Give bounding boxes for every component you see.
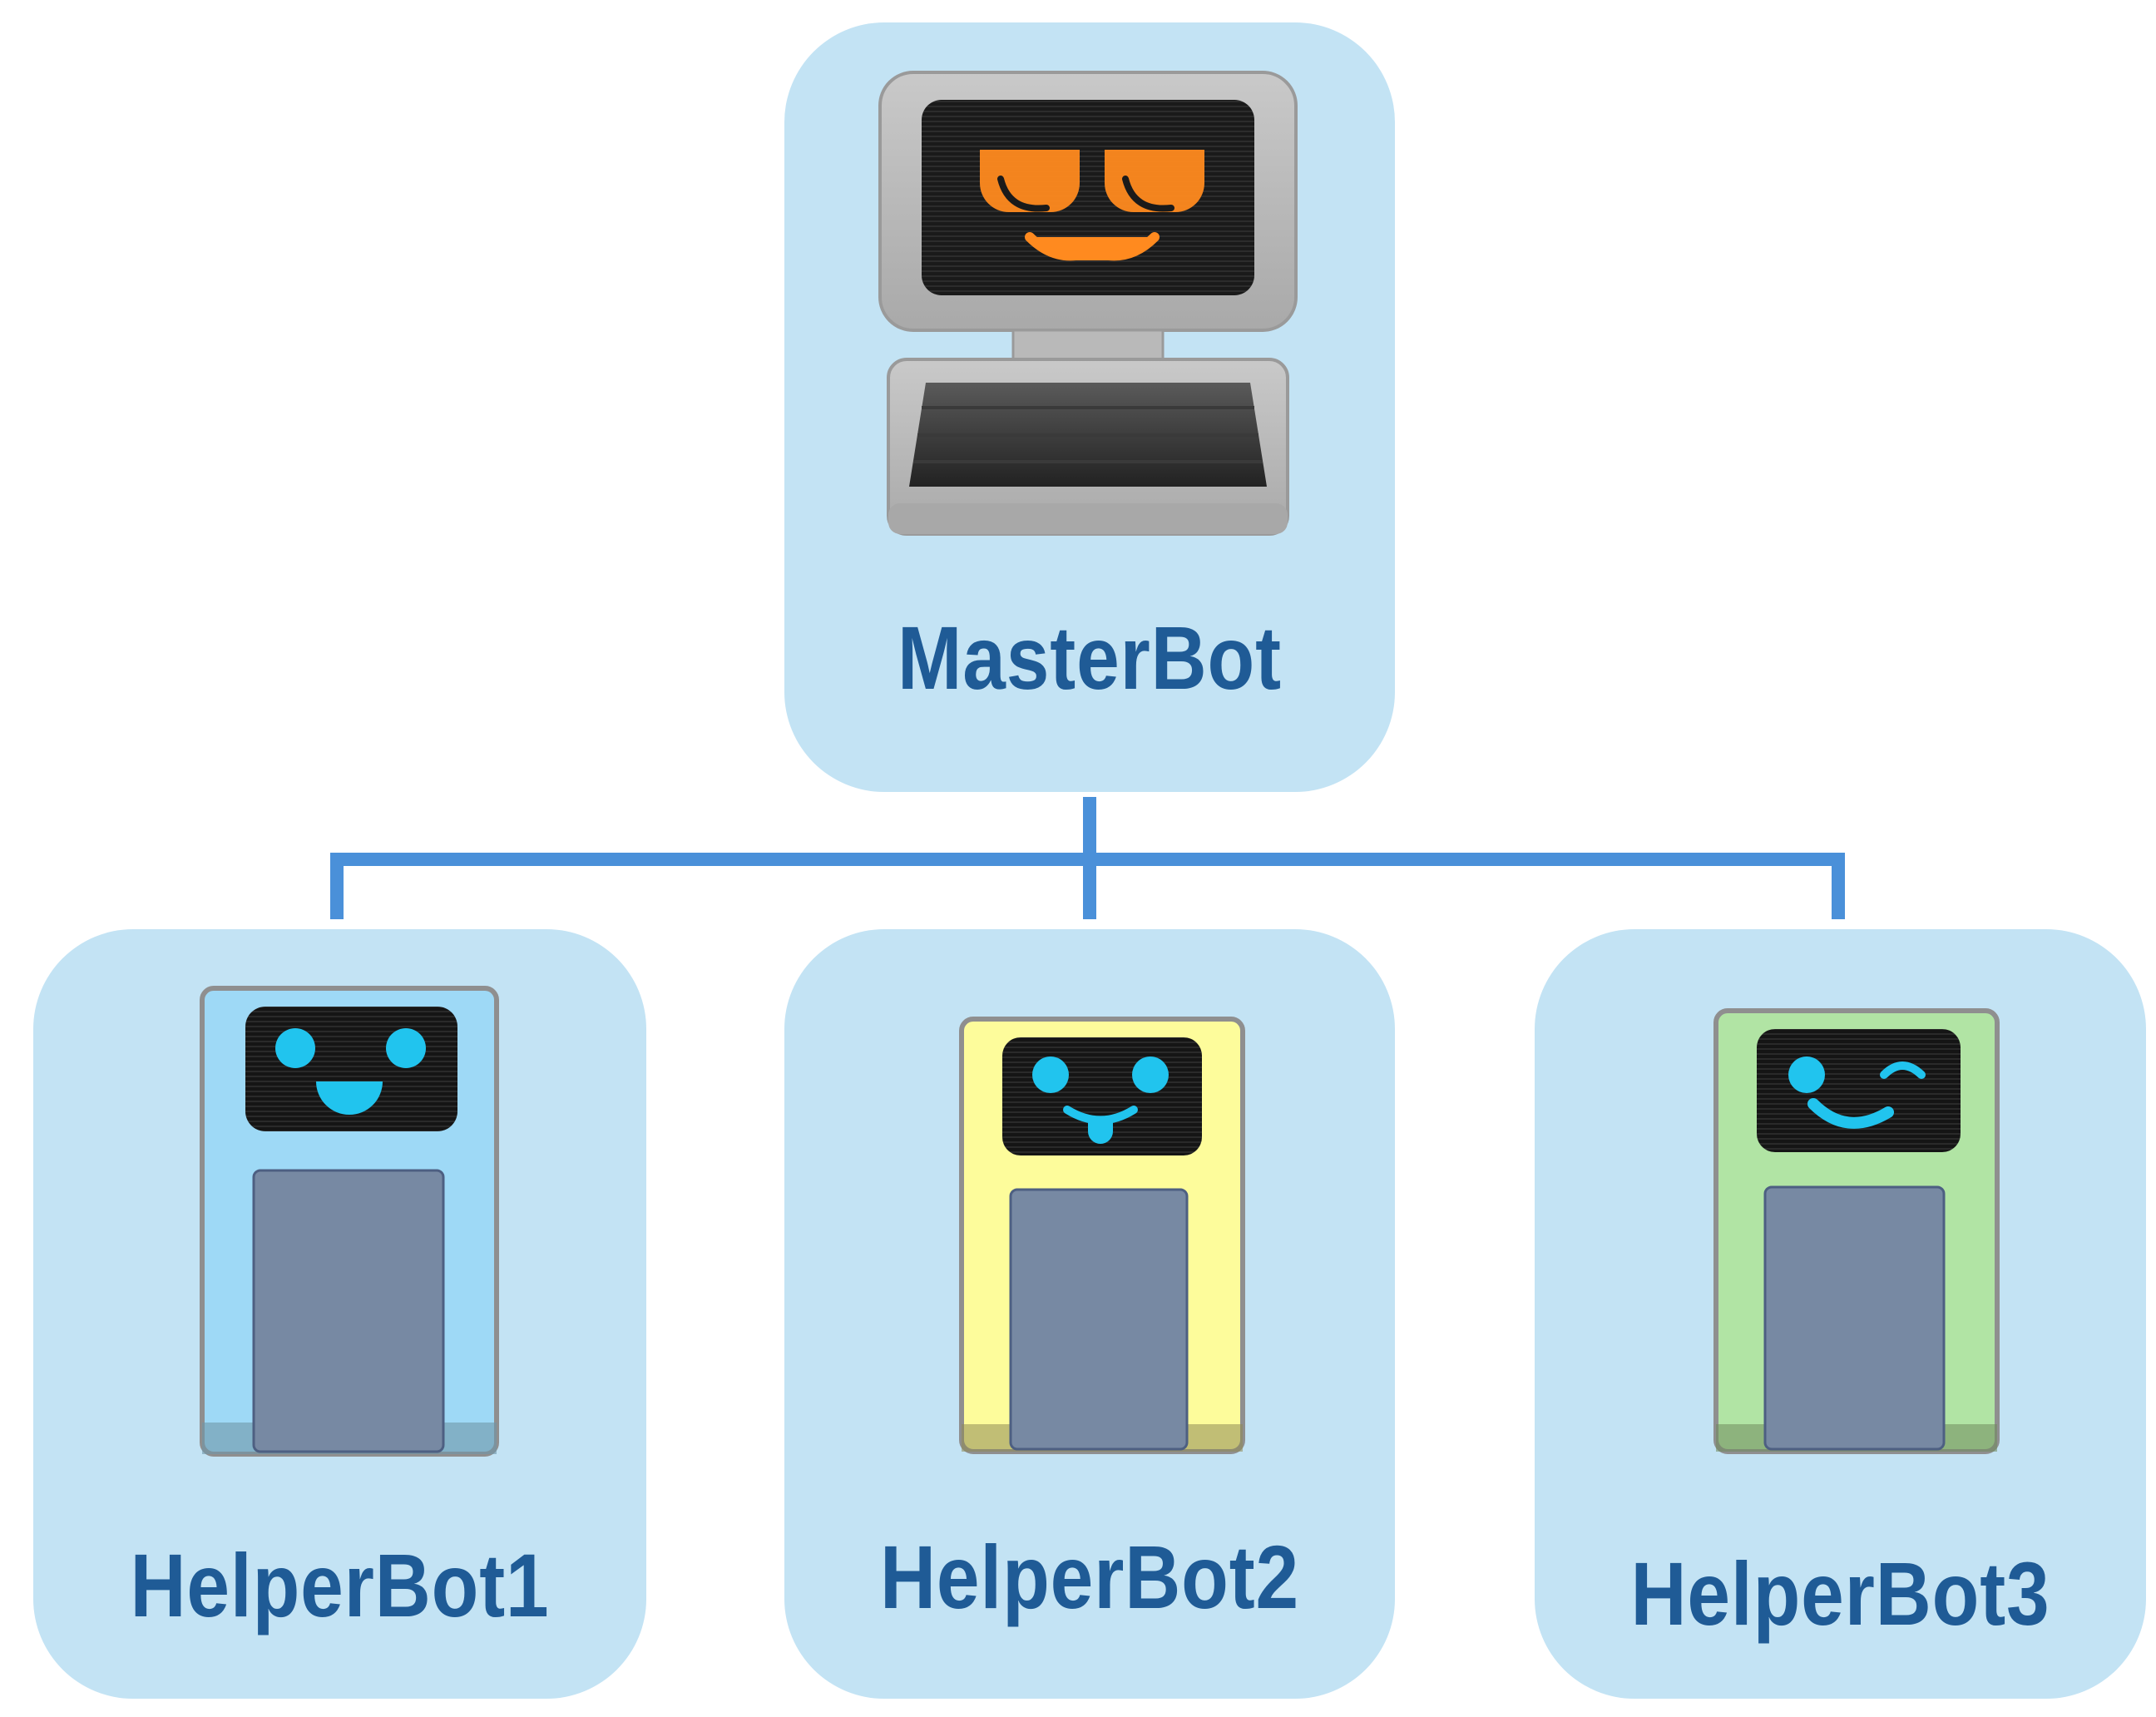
helper-robot-wink-icon [1713,1008,2000,1454]
helperbot1-card[interactable]: HelperBot1 [33,929,646,1699]
helper-robot-tongue-icon [959,1017,1245,1454]
connector-bar [330,853,1845,919]
masterbot-label: MasterBot [898,607,1282,708]
computer-robot-icon [878,71,1298,536]
helperbot2-card[interactable]: HelperBot2 [784,929,1395,1699]
helperbot3-card[interactable]: HelperBot3 [1535,929,2146,1699]
master-face-icon [980,150,1204,261]
helperbot1-label: HelperBot1 [130,1535,550,1635]
helperbot3-label: HelperBot3 [1630,1543,2050,1644]
helperbot2-label: HelperBot2 [879,1526,1300,1627]
masterbot-card[interactable]: MasterBot [784,22,1395,792]
helper-robot-smile-icon [200,986,499,1457]
